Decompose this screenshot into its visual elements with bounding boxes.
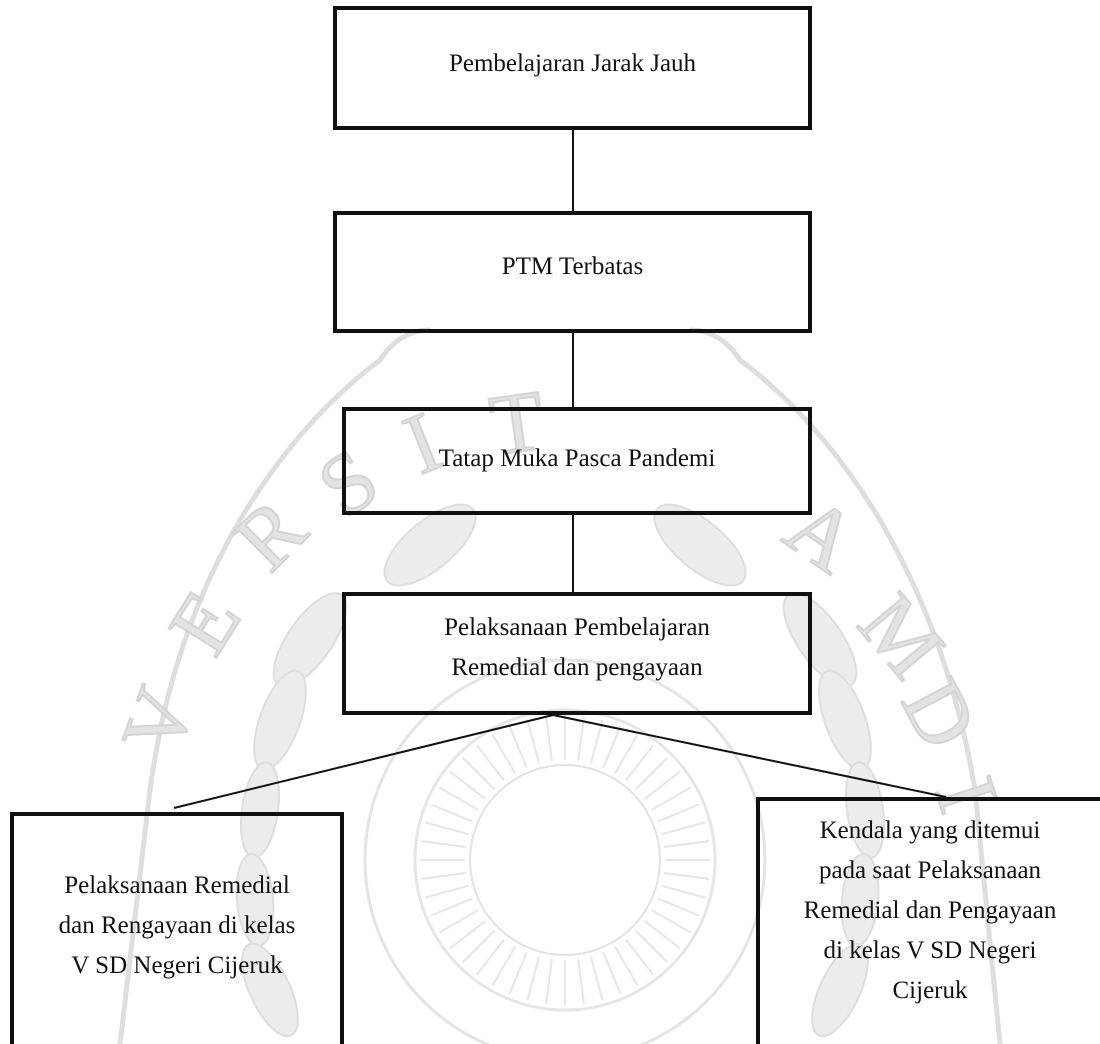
seal-ray xyxy=(424,884,469,899)
node-pembelajaran-jarak-jauh: Pembelajaran Jarak Jauh xyxy=(333,6,812,130)
edge-box4-box6 xyxy=(552,714,947,798)
seal-ray xyxy=(643,920,681,950)
node-label: Pelaksanaan Remedial dan Rengayaan di ke… xyxy=(58,872,296,979)
seal-ray xyxy=(589,719,604,764)
seal-ray xyxy=(526,719,541,764)
seal-ray xyxy=(545,959,553,1004)
seal-ray xyxy=(664,840,709,848)
seal-ray xyxy=(643,770,681,800)
node-label: Kendala yang ditemui pada saat Pelaksana… xyxy=(803,817,1057,1004)
seal-ray xyxy=(438,909,479,934)
seal-ray xyxy=(449,770,487,800)
node-pelaksanaan-remedial-pengayaan: Pelaksanaan Pembelajaran Remedial dan pe… xyxy=(342,592,812,715)
seal-ray xyxy=(614,946,639,987)
node-label: Pembelajaran Jarak Jauh xyxy=(448,50,697,77)
seal-ray xyxy=(661,884,706,899)
seal-ray xyxy=(664,872,709,880)
seal-ray xyxy=(475,938,505,976)
seal-ray xyxy=(526,956,541,1001)
seal-ray xyxy=(625,744,655,782)
node-kendala-pelaksanaan: Kendala yang ditemui pada saat Pelaksana… xyxy=(756,797,1100,1044)
seal-ray xyxy=(657,803,700,823)
seal-ray xyxy=(651,786,692,811)
seal-ray xyxy=(614,733,639,774)
node-label: Tatap Muka Pasca Pandemi xyxy=(438,445,716,472)
seal-ray xyxy=(475,744,505,782)
seal-ray xyxy=(491,733,516,774)
seal-ray xyxy=(651,909,692,934)
seal-ray xyxy=(491,946,516,987)
seal-ray xyxy=(461,930,495,964)
seal-ray xyxy=(635,756,669,790)
seal-ray xyxy=(602,952,622,995)
seal-ray xyxy=(577,716,585,761)
seal-ray xyxy=(430,803,473,823)
seal-ray xyxy=(424,821,469,836)
seal-ray xyxy=(635,930,669,964)
edge-box4-box5 xyxy=(173,714,554,809)
seal-ray xyxy=(508,952,528,995)
seal-ray xyxy=(625,938,655,976)
seal-ray xyxy=(508,725,528,768)
seal-ray xyxy=(657,897,700,917)
seal-ray xyxy=(602,725,622,768)
seal-ray xyxy=(461,756,495,790)
node-label: Pelaksanaan Pembelajaran Remedial dan pe… xyxy=(444,614,710,681)
seal-ray xyxy=(449,920,487,950)
node-ptm-terbatas: PTM Terbatas xyxy=(333,211,812,333)
seal-ray xyxy=(545,716,553,761)
seal-ray xyxy=(589,956,604,1001)
seal-ray xyxy=(430,897,473,917)
seal-ray xyxy=(577,959,585,1004)
seal-ray xyxy=(421,872,466,880)
node-label: PTM Terbatas xyxy=(501,253,644,280)
seal-ray xyxy=(438,786,479,811)
seal-ray xyxy=(421,840,466,848)
node-pelaksanaan-di-kelas-v: Pelaksanaan Remedial dan Rengayaan di ke… xyxy=(10,812,344,1044)
seal-ray xyxy=(661,821,706,836)
node-tatap-muka-pasca-pandemi: Tatap Muka Pasca Pandemi xyxy=(342,407,812,515)
